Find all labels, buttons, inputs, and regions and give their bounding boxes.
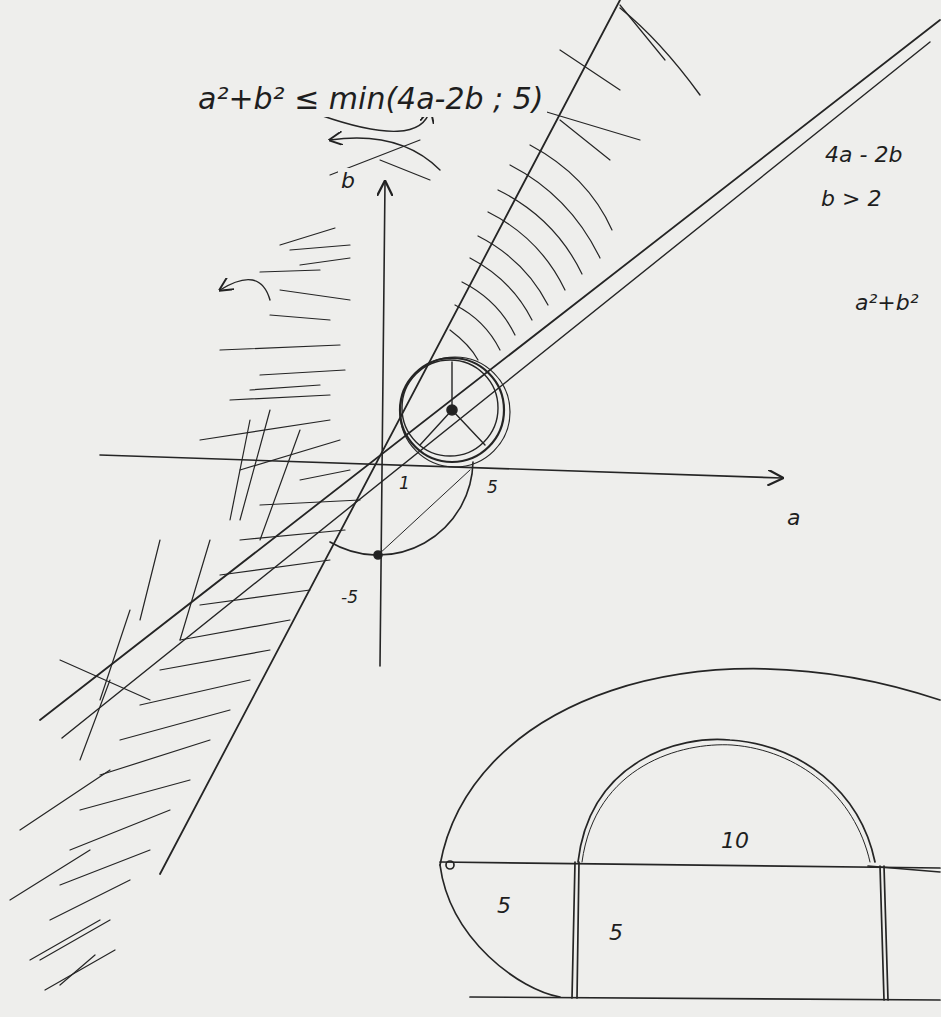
tick-label: 5 [484, 478, 501, 498]
axis-label: b [338, 168, 358, 193]
boundary-line [160, 0, 620, 874]
axis-label: a [784, 505, 803, 530]
hatch-arcs [450, 5, 665, 360]
hatch-strokes [10, 140, 430, 990]
side-note: b > 2 [818, 186, 884, 211]
side-note: 4a - 2b [822, 142, 905, 167]
boundary-line [40, 20, 940, 720]
tick-label: 1 [396, 474, 413, 494]
small-circle [400, 357, 510, 467]
a-axis [100, 455, 782, 478]
radius-arc [330, 462, 473, 555]
dimension-label: 5 [606, 920, 626, 945]
boundary-line [62, 42, 930, 738]
inequality-title: a²+b² ≤ min(4a-2b ; 5) [195, 82, 547, 117]
dimension-label: 5 [494, 893, 514, 918]
dimension-label: 10 [718, 828, 752, 853]
tick-label: -5 [338, 588, 361, 608]
side-note: a²+b² [852, 290, 922, 315]
scribble-arrows [220, 8, 700, 300]
arch-figure [440, 669, 940, 1000]
radius-line [378, 470, 470, 555]
b-axis [380, 182, 385, 666]
center-dot [447, 405, 457, 415]
